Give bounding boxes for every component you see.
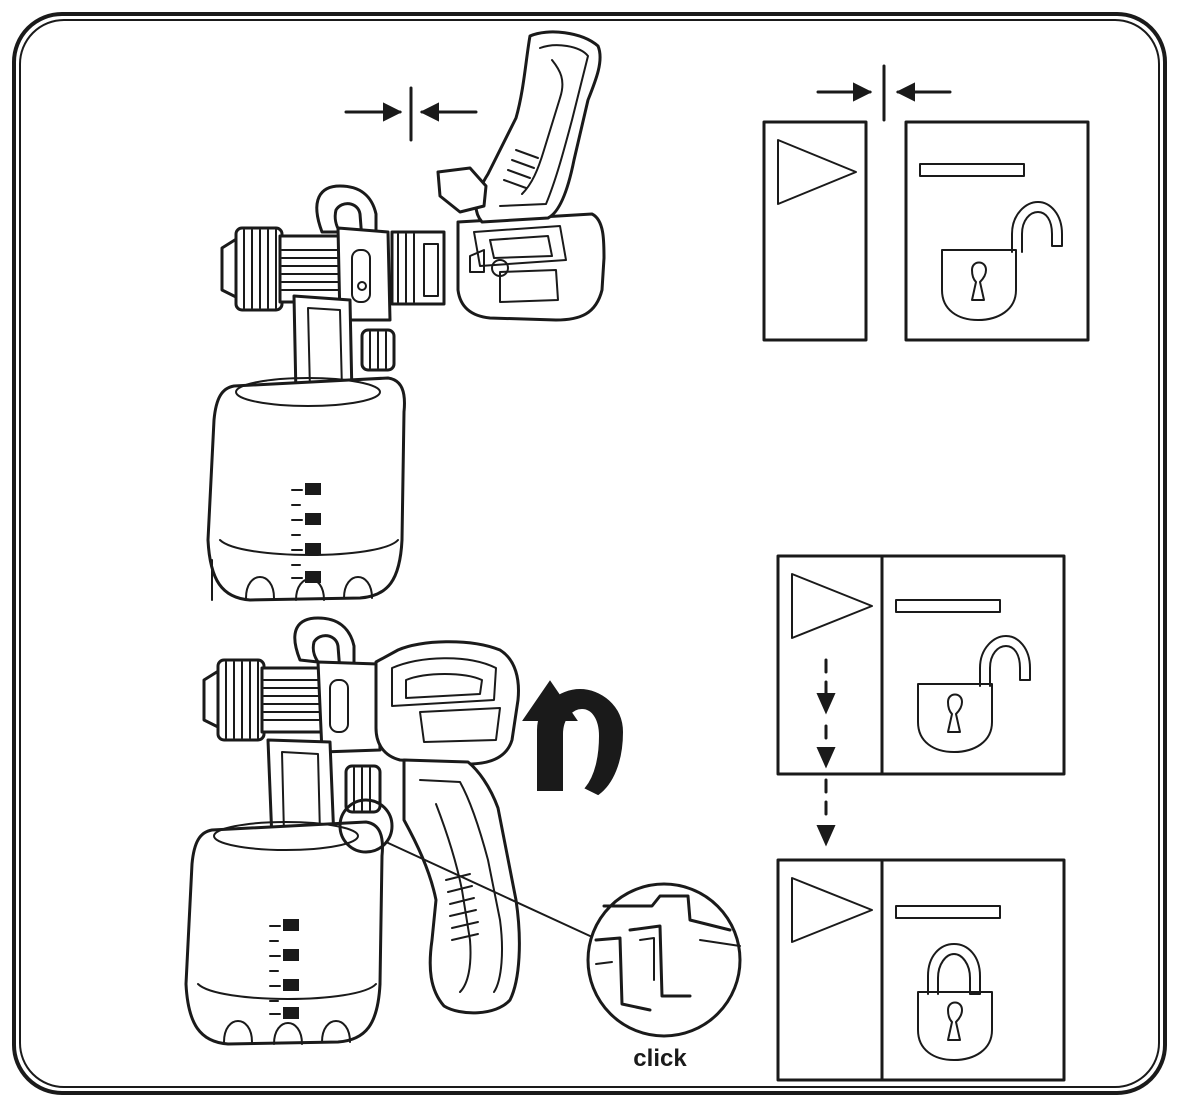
alignment-arrows-icon — [816, 64, 952, 122]
middle-right-icon-group — [776, 554, 1066, 776]
play-triangle-icon — [791, 877, 873, 943]
outer-frame — [12, 12, 1167, 1095]
spray-attachment-top — [206, 184, 446, 602]
outer-frame-inner — [19, 19, 1160, 1088]
alignment-arrows-icon — [344, 86, 478, 142]
play-triangle-icon — [777, 139, 857, 205]
rotate-arrow-icon — [522, 680, 624, 796]
line-marker-icon — [895, 599, 1001, 613]
spray-gun-assembled — [184, 616, 591, 1046]
padlock-open-icon — [917, 635, 1031, 753]
dashed-down-arrows — [816, 658, 836, 847]
power-unit-top — [436, 30, 606, 322]
play-triangle-icon — [791, 573, 873, 639]
padlock-open-icon — [941, 201, 1063, 321]
line-marker-icon — [895, 905, 1001, 919]
line-marker-icon — [919, 163, 1025, 177]
click-detail-circle — [586, 882, 742, 1038]
top-right-left-panel — [762, 120, 868, 342]
padlock-closed-icon — [917, 943, 993, 1061]
bottom-right-icon-group — [776, 858, 1066, 1082]
click-label: click — [633, 1045, 687, 1072]
top-right-right-panel — [904, 120, 1090, 342]
